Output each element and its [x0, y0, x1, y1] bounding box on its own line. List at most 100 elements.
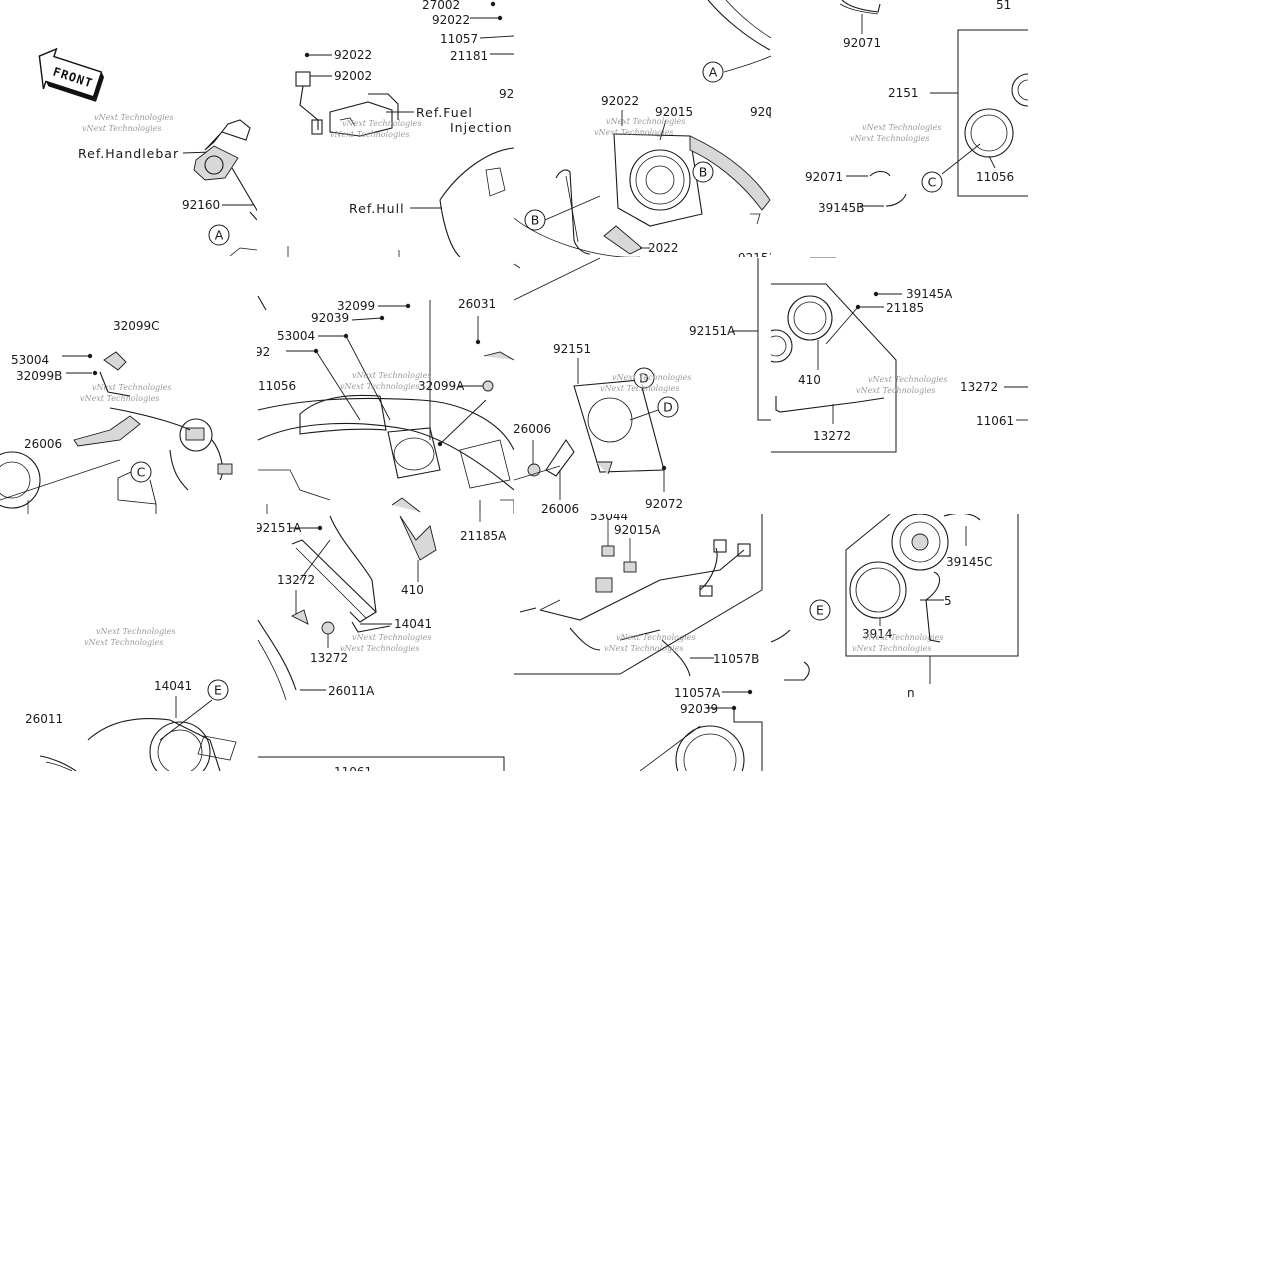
part-number-label[interactable]: 92 — [499, 87, 514, 101]
ref-fuel-2-label: Injection — [450, 120, 513, 135]
callout-b-1[interactable]: B — [692, 161, 714, 183]
part-number-label[interactable]: 92 — [265, 264, 280, 278]
part-number-label[interactable]: 53004 — [11, 353, 49, 367]
part-number-label[interactable]: 11056 — [976, 170, 1014, 184]
part-number-label[interactable]: 11061 — [976, 414, 1014, 428]
part-number-label[interactable]: 92 — [255, 345, 270, 359]
callout-a-1[interactable]: A — [208, 224, 230, 246]
part-number-label[interactable]: 92039 — [680, 702, 718, 716]
part-number-label[interactable]: 21181 — [450, 49, 488, 63]
part-number-label[interactable]: 92151 — [738, 251, 776, 265]
part-number-label[interactable]: 32099B — [16, 369, 62, 383]
part-number-label[interactable]: 26006 — [24, 437, 62, 451]
speaker-cone — [911, 533, 929, 551]
dash-recess — [299, 394, 387, 435]
part-number-label[interactable]: 92160 — [182, 198, 220, 212]
part-number-label[interactable]: 92071 — [843, 36, 881, 50]
part-number-label[interactable]: 51 — [996, 0, 1011, 12]
part-number-label[interactable]: 92151A — [255, 521, 302, 535]
part-number-label[interactable]: 32099A — [418, 379, 465, 393]
part-number-label[interactable]: 92015 — [750, 105, 788, 119]
part-number-label[interactable]: 92071 — [516, 361, 554, 375]
part-number-label[interactable]: 53004 — [277, 329, 315, 343]
bracket — [329, 101, 393, 137]
part-number-label[interactable]: 14041 — [154, 679, 192, 693]
ring-edge — [943, 514, 981, 521]
part-number-label[interactable]: 92022 — [334, 48, 372, 62]
part-number-label[interactable]: 13272 — [813, 429, 851, 443]
part-number-label[interactable]: 39145A — [906, 287, 953, 301]
part-number-label[interactable]: 26006 — [541, 502, 579, 516]
part-number-label[interactable]: 13272 — [277, 573, 315, 587]
part-number-label[interactable]: 92039 — [311, 311, 349, 325]
callout-d-2[interactable]: D — [657, 396, 679, 418]
speaker-ring — [849, 561, 907, 619]
watermark-text: vNext Technologies — [604, 644, 683, 653]
part-number-label[interactable]: 26011 — [25, 712, 63, 726]
watermark-text: vNext Technologies — [862, 123, 941, 132]
connector — [311, 119, 323, 135]
part-number-label[interactable]: 14041 — [394, 617, 432, 631]
speaker-ring — [970, 114, 1008, 152]
tube — [775, 396, 885, 413]
part-number-label[interactable]: 92072 — [645, 497, 683, 511]
speaker-cover — [613, 133, 703, 227]
part-number-label[interactable]: 92022 — [432, 13, 470, 27]
part-number-label[interactable]: 156 — [381, 276, 404, 290]
callout-e-2[interactable]: E — [809, 599, 831, 621]
callout-d-1[interactable]: D — [633, 367, 655, 389]
callout-e-1[interactable]: E — [207, 679, 229, 701]
callout-c-2[interactable]: C — [130, 461, 152, 483]
part-number-label[interactable]: 92015A — [614, 523, 661, 537]
part-number-label[interactable]: 11057B — [713, 652, 759, 666]
watermark-text: vNext Technologies — [352, 371, 431, 380]
watermark-text: vNext Technologies — [594, 128, 673, 137]
leader-line — [659, 119, 667, 141]
part-number-label[interactable]: 21185 — [886, 301, 924, 315]
part-number-label[interactable]: 410 — [401, 583, 424, 597]
callout-c-1[interactable]: C — [921, 171, 943, 193]
part-number-label[interactable]: 2151 — [888, 86, 919, 100]
part-number-label[interactable]: 13272 — [310, 651, 348, 665]
part-number-label[interactable]: 26031 — [458, 297, 496, 311]
part-number-label[interactable]: 39145C — [946, 555, 993, 569]
part-number-label[interactable]: 92151A — [689, 324, 736, 338]
callout-b-2[interactable]: B — [524, 209, 546, 231]
part-number-label[interactable]: n — [907, 686, 915, 700]
fastener-dot — [490, 1, 496, 7]
part-number-label[interactable]: 92071 — [805, 170, 843, 184]
part-number-label[interactable]: 92027 — [164, 255, 202, 269]
part-number-label[interactable]: 13272 — [960, 380, 998, 394]
part-number-label[interactable]: 11056 — [258, 379, 296, 393]
part-number-label[interactable]: 21185A — [460, 529, 507, 543]
part-number-label[interactable]: 32099 — [337, 299, 375, 313]
trim-piece — [841, 0, 881, 13]
fastener-dot — [497, 15, 503, 21]
part-number-label[interactable]: 2022 — [648, 241, 679, 255]
front-arrow-icon: FRONT — [38, 47, 105, 102]
callout-a-2[interactable]: A — [702, 61, 724, 83]
part-number-label[interactable]: 53044 — [590, 509, 628, 523]
part-number-label[interactable]: 39145B — [818, 201, 864, 215]
part-number-label[interactable]: 410 — [798, 373, 821, 387]
part-number-label[interactable]: 3914 — [862, 627, 893, 641]
part-number-label[interactable]: 92151 — [553, 342, 591, 356]
part-number-label[interactable]: 92002 — [334, 69, 372, 83]
part-number-label[interactable]: 92022 — [601, 94, 639, 108]
callout-circle — [207, 679, 229, 701]
part-number-label[interactable]: 32099C — [113, 319, 160, 333]
leader-line — [639, 725, 701, 771]
part-number-label[interactable]: 11057A — [674, 686, 721, 700]
part-number-label[interactable]: 26006 — [513, 422, 551, 436]
part-number-label[interactable]: 11061 — [334, 765, 372, 779]
part-number-label[interactable]: 27002 — [422, 0, 460, 12]
part-number-label[interactable]: 5 — [944, 594, 952, 608]
part-number-label[interactable]: 11057 — [440, 32, 478, 46]
part-number-label[interactable]: 92015 — [655, 105, 693, 119]
part-number-label[interactable]: 26011A — [328, 684, 375, 698]
